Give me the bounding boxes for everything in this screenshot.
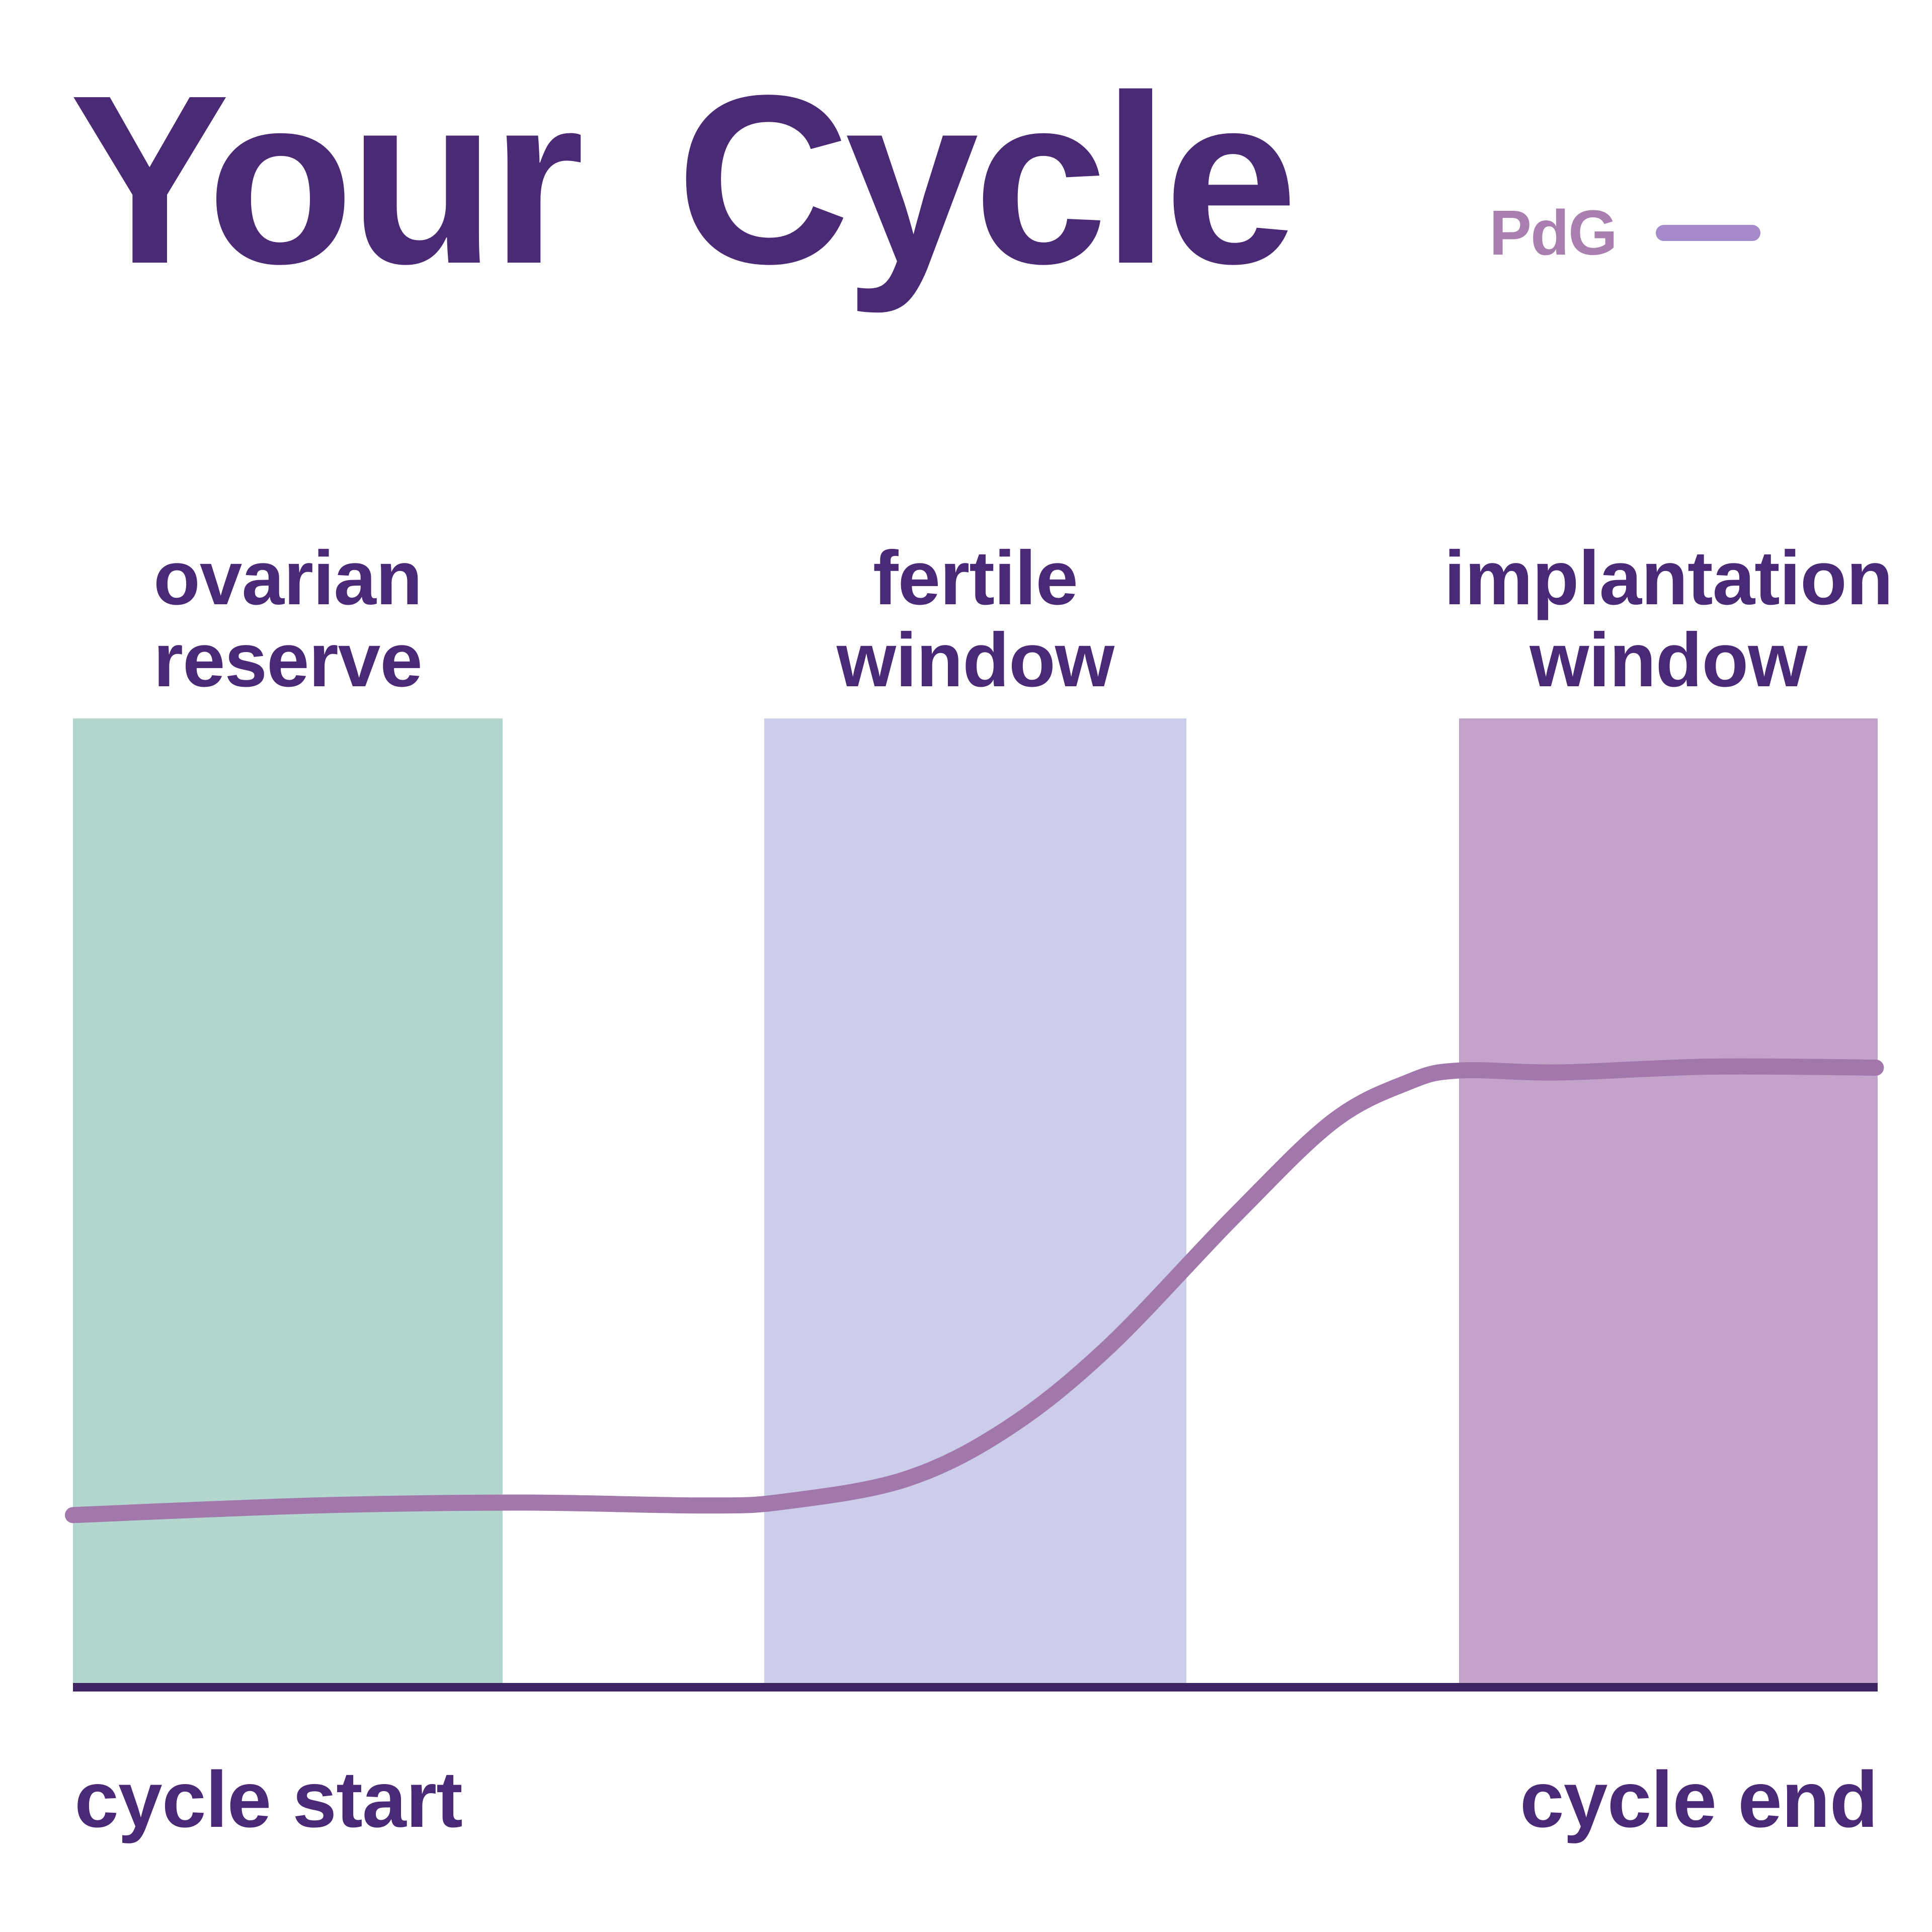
phase-band bbox=[73, 718, 503, 1683]
phase-band-label: ovarian reserve bbox=[153, 535, 423, 703]
phase-band bbox=[764, 718, 1187, 1683]
phase-band-label: implantation window bbox=[1444, 535, 1893, 703]
phase-band-label: fertile window bbox=[836, 535, 1114, 703]
phase-band bbox=[1459, 718, 1878, 1683]
pdg-legend: PdG bbox=[1489, 197, 1761, 268]
axis-label-cycle-start: cycle start bbox=[74, 1755, 463, 1844]
pdg-legend-line-swatch bbox=[1656, 225, 1761, 241]
pdg-legend-label: PdG bbox=[1489, 197, 1618, 268]
axis-label-cycle-end: cycle end bbox=[1519, 1755, 1878, 1844]
x-axis-line bbox=[73, 1683, 1878, 1692]
page-title: Your Cycle bbox=[69, 45, 1298, 314]
